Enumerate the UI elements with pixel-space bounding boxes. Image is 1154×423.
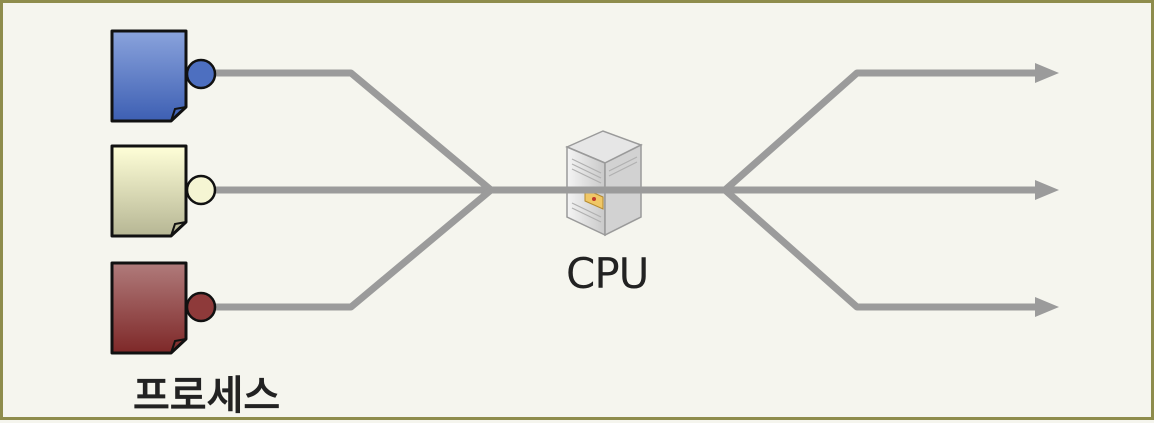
input-line-top	[203, 69, 494, 193]
process-blue	[110, 29, 217, 123]
arrow-head-icon	[1035, 63, 1059, 83]
process-document-icon	[110, 29, 188, 123]
process-document-icon	[110, 144, 188, 238]
output-lines	[722, 69, 1037, 311]
arrow-head-icon	[1035, 297, 1059, 317]
process-port-blue	[185, 58, 217, 90]
output-line-top	[722, 69, 1037, 193]
cpu-server-icon	[565, 130, 643, 237]
process-port-red	[185, 291, 217, 323]
input-lines	[203, 69, 494, 311]
output-line-bottom	[722, 187, 1037, 311]
process-port-cream	[185, 174, 217, 206]
arrow-head-icon	[1035, 180, 1059, 200]
input-line-bottom	[203, 187, 494, 311]
diagram-canvas	[110, 29, 1059, 355]
process-red	[110, 261, 217, 355]
process-label: 프로세스	[133, 373, 281, 419]
cpu-label: CPU	[566, 249, 649, 298]
process-cream	[110, 144, 217, 238]
process-document-icon	[110, 261, 188, 355]
